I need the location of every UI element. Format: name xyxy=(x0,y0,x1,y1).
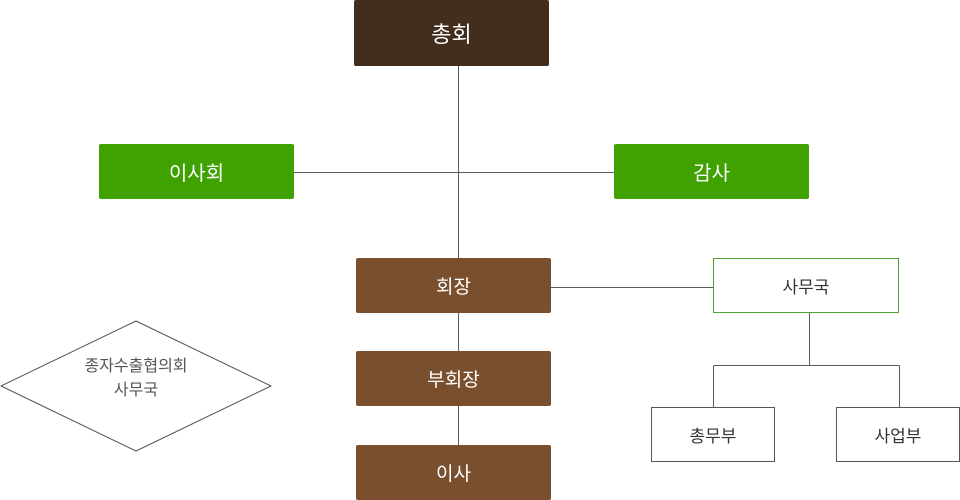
council-diamond xyxy=(0,320,272,452)
vice-president-box: 부회장 xyxy=(356,351,551,406)
president-box: 회장 xyxy=(356,258,551,313)
business-box: 사업부 xyxy=(836,407,960,462)
general-assembly-box: 총회 xyxy=(354,0,549,66)
secretariat-box: 사무국 xyxy=(713,258,899,313)
director-box: 이사 xyxy=(356,445,551,500)
board-box: 이사회 xyxy=(99,144,294,199)
council-label: 종자수출협의회 사무국 xyxy=(20,354,252,402)
council-label-line2: 사무국 xyxy=(113,380,159,399)
general-affairs-box: 총무부 xyxy=(651,407,775,462)
council-label-line1: 종자수출협의회 xyxy=(84,356,188,375)
auditor-box: 감사 xyxy=(614,144,809,199)
